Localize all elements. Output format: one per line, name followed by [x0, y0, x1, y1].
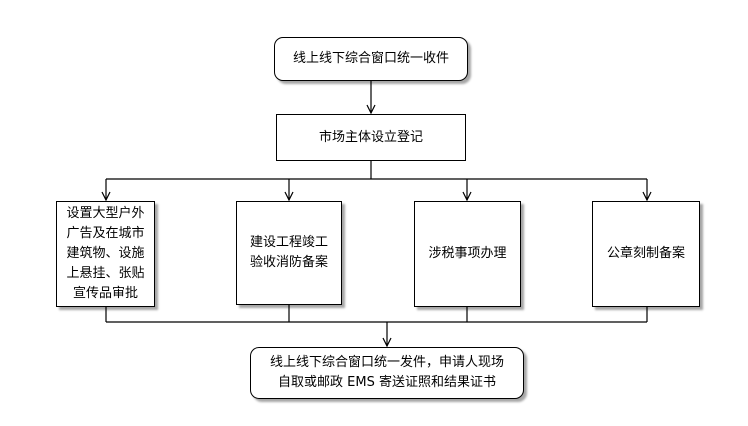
register-node: 市场主体设立登记 — [276, 114, 466, 161]
outdoor-ad-node: 设置大型户外 广告及在城市 建筑物、设施 上悬挂、张贴 宣传品审批 — [56, 201, 155, 307]
register-label: 市场主体设立登记 — [318, 129, 423, 145]
tax-label: 涉税事项办理 — [428, 246, 507, 261]
tax-node: 涉税事项办理 — [414, 201, 521, 307]
outdoor-ad-label: 设置大型户外 广告及在城市 建筑物、设施 上悬挂、张贴 宣传品审批 — [66, 206, 145, 301]
deliver-node: 线上线下综合窗口统一发件，申请人现场 自取或邮政 EMS 寄送证照和结果证书 — [250, 347, 524, 399]
seal-label: 公章刻制备案 — [606, 246, 685, 261]
receive-label: 线上线下综合窗口统一收件 — [292, 51, 449, 66]
fire-node: 建设工程竣工 验收消防备案 — [236, 201, 342, 305]
seal-node: 公章刻制备案 — [592, 201, 700, 307]
deliver-label: 线上线下综合窗口统一发件，申请人现场 自取或邮政 EMS 寄送证照和结果证书 — [269, 355, 504, 390]
receive-node: 线上线下综合窗口统一收件 — [274, 37, 468, 81]
fire-label: 建设工程竣工 验收消防备案 — [249, 235, 328, 270]
